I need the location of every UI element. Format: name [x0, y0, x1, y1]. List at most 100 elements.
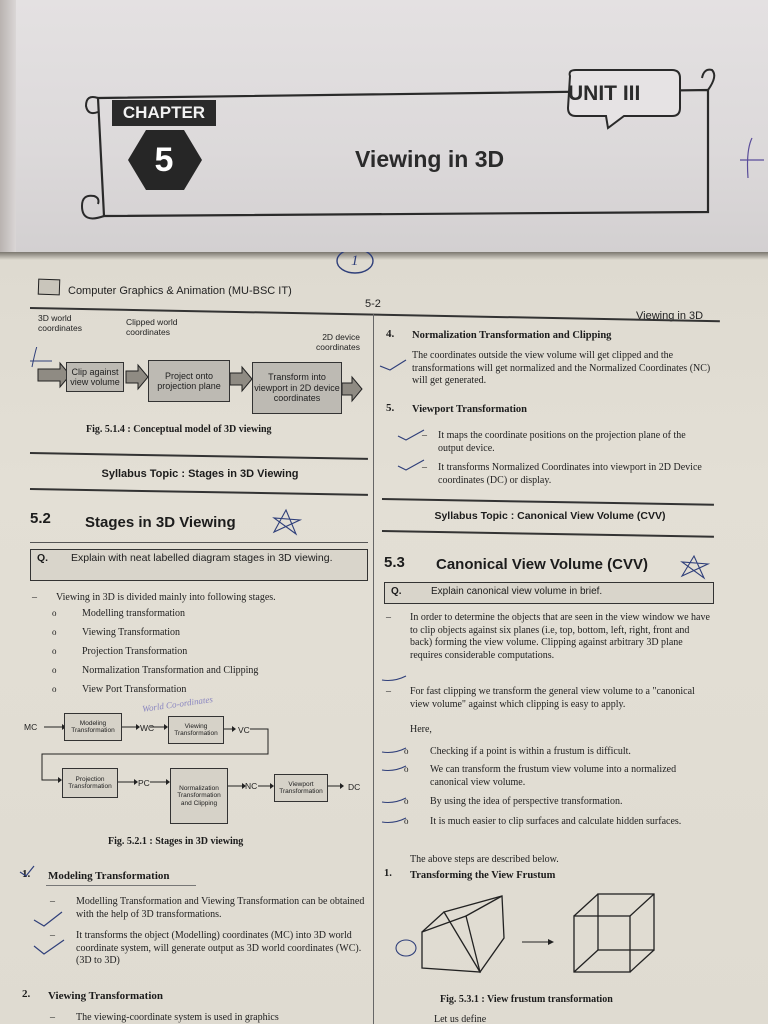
chapter-number: 5	[154, 141, 174, 179]
pen-tick-marks	[19, 865, 65, 955]
dash: –	[386, 686, 391, 697]
fig521-wc: WC	[140, 723, 155, 733]
bullet: o	[52, 665, 57, 675]
modeling-para-1: Modelling Transformation and Viewing Tra…	[76, 896, 365, 920]
textbook-page: 1 Computer Graphics & Animation (MU-BSC …	[0, 252, 768, 1024]
fig521-box-viewing: Viewing Transformation	[168, 716, 224, 744]
cvv-here: Here,	[410, 724, 432, 735]
frustum-transform-figure	[395, 893, 655, 974]
stage-item: View Port Transformation	[82, 684, 187, 695]
bullet: o	[404, 796, 409, 806]
fig521-box-modeling: Modeling Transformation	[64, 713, 122, 741]
section-5-2-title: Stages in 3D Viewing	[85, 514, 236, 531]
fig514-box-clip: Clip against view volume	[66, 362, 124, 392]
section-5-2-number: 5.2	[30, 510, 51, 527]
fig514-label-3d-world: 3D world coordinates	[38, 313, 82, 333]
handwritten-page-mark	[336, 252, 374, 274]
syllabus-cvv: Syllabus Topic : Canonical View Volume (…	[434, 510, 666, 522]
running-header-title: Computer Graphics & Animation (MU-BSC IT…	[68, 285, 292, 297]
fig521-box-viewport: Viewport Transformation	[274, 774, 328, 802]
question-label: Q.	[37, 552, 49, 564]
viewport-heading: Viewport Transformation	[412, 404, 528, 415]
bullet: o	[52, 646, 57, 656]
fig514-caption: Fig. 5.1.4 : Conceptual model of 3D view…	[86, 424, 272, 435]
normalization-para: The coordinates outside the view volume …	[412, 350, 711, 386]
handwritten-number: 1	[351, 253, 359, 269]
fig514-label-clipped: Clipped world coordinates	[126, 317, 178, 337]
chapter-title: Viewing in 3D	[355, 146, 505, 172]
normalization-heading: Normalization Transformation and Clippin…	[412, 330, 612, 341]
fig521-box-normalization: Normalization Transformation and Clippin…	[170, 768, 228, 824]
bullet: o	[52, 627, 57, 637]
viewing-heading: Viewing Transformation	[48, 990, 163, 1002]
unit-label: UNIT III	[568, 82, 641, 105]
modeling-para-2: It transforms the object (Modelling) coo…	[76, 930, 362, 966]
modeling-heading: Modeling Transformation	[48, 870, 170, 882]
viewport-para-2: It transforms Normalized Coordinates int…	[438, 462, 702, 486]
pen-tick-marks	[381, 675, 407, 824]
fig514-box-project: Project onto projection plane	[148, 360, 230, 402]
cvv-bullet: By using the idea of perspective transfo…	[430, 796, 623, 807]
fig521-connectors	[41, 724, 344, 789]
item-number: 1.	[22, 868, 31, 880]
fig521-vc: VC	[238, 725, 250, 735]
cut-off-text: Let us define	[434, 1014, 487, 1024]
cvv-bullet: Checking if a point is within a frustum …	[430, 746, 631, 757]
bullet: o	[52, 608, 57, 618]
question-text: Explain canonical view volume in brief.	[431, 586, 603, 597]
bullet: o	[52, 684, 57, 694]
item-number: 2.	[22, 988, 31, 1000]
fig514-label-2d-device: 2D device coordinates	[316, 332, 360, 352]
section-5-3-number: 5.3	[384, 554, 405, 571]
dash: –	[422, 462, 427, 473]
dash: –	[422, 430, 427, 441]
dash: –	[50, 896, 55, 907]
cvv-bullet: We can transform the frustum view volume…	[430, 764, 677, 788]
page-edge	[0, 0, 16, 252]
item-number: 4.	[386, 328, 395, 340]
rule	[29, 488, 368, 496]
book-logo-icon	[37, 278, 61, 296]
page-curl-shadow	[0, 252, 768, 260]
dash: –	[50, 1012, 55, 1023]
star-mark-icon	[272, 508, 303, 536]
bullet: o	[404, 764, 409, 774]
fig514-box-transform: Transform into viewport in 2D device coo…	[252, 362, 342, 414]
pen-tick-marks	[379, 359, 425, 471]
section-5-3-title: Canonical View Volume (CVV)	[436, 556, 648, 573]
star-mark-icon	[680, 554, 711, 580]
rule	[381, 498, 714, 506]
fig521-dc: DC	[348, 782, 361, 792]
column-divider	[373, 314, 374, 1024]
dash: –	[386, 612, 391, 623]
fig521-nc: NC	[245, 781, 258, 791]
fig521-pc: PC	[138, 778, 150, 788]
stage-item: Viewing Transformation	[82, 627, 181, 638]
bullet: o	[404, 746, 409, 756]
banner-scroll-frame	[80, 68, 764, 220]
page-number: 5-2	[365, 298, 381, 310]
stage-item: Modelling transformation	[82, 608, 186, 619]
fig521-caption: Fig. 5.2.1 : Stages in 3D viewing	[108, 836, 244, 847]
bullet: o	[404, 816, 409, 826]
fig531-caption: Fig. 5.3.1 : View frustum transformation	[440, 994, 613, 1005]
underline	[46, 885, 196, 886]
dash: –	[50, 930, 55, 941]
question-text: Explain with neat labelled diagram stage…	[71, 552, 333, 564]
viewport-para-1: It maps the coordinate positions on the …	[438, 430, 686, 454]
stage-item: Normalization Transformation and Clippin…	[82, 665, 259, 676]
chapter-label: CHAPTER	[112, 100, 216, 126]
question-box-stages: Q. Explain with neat labelled diagram st…	[30, 549, 368, 581]
viewing-para-1: The viewing-coordinate system is used in…	[76, 1012, 279, 1023]
question-box-cvv: Q. Explain canonical view volume in brie…	[384, 582, 714, 604]
item-number: 5.	[386, 402, 395, 414]
item-number: 1.	[384, 868, 392, 879]
rule	[381, 530, 714, 538]
chapter-banner-page: CHAPTER 5 Viewing in 3D UNIT III	[0, 0, 768, 252]
cvv-bullet: It is much easier to clip surfaces and c…	[430, 816, 682, 827]
fig521-mc: MC	[24, 722, 38, 732]
cvv-after: The above steps are described below.	[410, 854, 559, 865]
dash: –	[32, 592, 37, 603]
rule	[30, 542, 368, 543]
stage-item: Projection Transformation	[82, 646, 188, 657]
